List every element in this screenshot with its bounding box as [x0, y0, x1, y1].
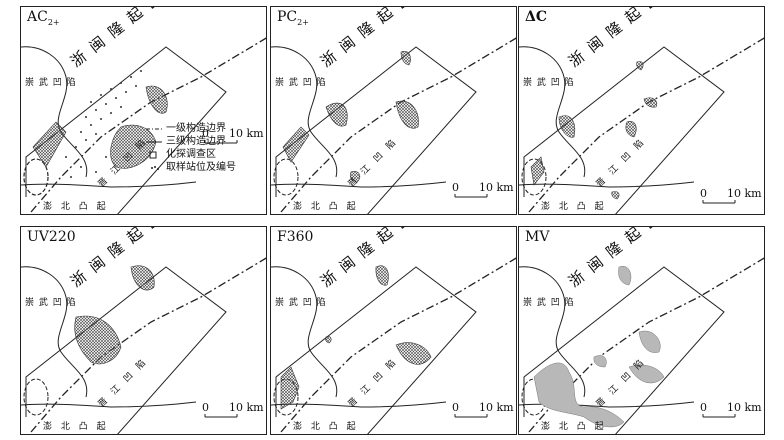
rectangle-icon — [146, 150, 162, 160]
panel-title: ΔC — [525, 9, 548, 25]
legend-item: 化探调查区 — [146, 148, 236, 161]
label-penbei-uplift: 澎 北 凸 起 — [293, 202, 359, 212]
panel-title: AC2+ — [27, 9, 60, 27]
scale-start: 0 — [700, 401, 707, 414]
legend-item: 一级构造边界 — [146, 122, 236, 135]
first-order-boundary — [30, 37, 266, 213]
label-penbei-uplift: 澎 北 凸 起 — [293, 422, 359, 432]
panel-title: F360 — [277, 229, 314, 245]
label-penbei-uplift: 澎 北 凸 起 — [43, 422, 109, 432]
label-chongwu-depression: 崇 武 凹 陷 — [523, 78, 575, 88]
map-pc2 — [271, 37, 516, 214]
scale-start: 0 — [452, 181, 459, 194]
label-penbei-uplift: 澎 北 凸 起 — [541, 422, 607, 432]
map-mv — [519, 257, 764, 434]
panel-pc2: PC2+ 崇 武 凹 陷 浙 闽 隆 起 区 晋 江 凹 陷 澎 北 凸 起 0… — [270, 6, 517, 215]
label-penbei-uplift: 澎 北 凸 起 — [541, 202, 607, 212]
scale-end: 10 km — [479, 401, 514, 414]
panel-ac2: AC2+ 崇 武 凹 陷 浙 闽 隆 起 区 晋 江 凹 陷 澎 北 凸 起 0… — [20, 6, 267, 215]
label-chongwu-depression: 崇 武 凹 陷 — [275, 78, 327, 88]
map-dc — [519, 37, 764, 214]
scale-end: 10 km — [229, 401, 264, 414]
label-chongwu-depression: 崇 武 凹 陷 — [523, 298, 575, 308]
legend-item: 三级构造边界 — [146, 135, 236, 148]
scale-end: 10 km — [727, 401, 762, 414]
scale-end: 10 km — [479, 181, 514, 194]
map-uv220 — [21, 257, 266, 434]
panel-title: MV — [525, 229, 550, 245]
thin-line-icon — [146, 137, 162, 147]
panel-title: PC2+ — [277, 9, 309, 27]
panel-title: UV220 — [27, 229, 76, 245]
station-dots — [65, 70, 142, 178]
panel-mv: MV 崇 武 凹 陷 浙 闽 隆 起 区 晋 江 凹 陷 澎 北 凸 起 0 1… — [518, 226, 765, 435]
map-ac2 — [21, 37, 266, 214]
scale-end: 10 km — [229, 127, 264, 140]
station-dots-icon — [146, 163, 162, 173]
label-chongwu-depression: 崇 武 凹 陷 — [275, 298, 327, 308]
legend-item: 取样站位及编号 — [146, 161, 236, 174]
label-chongwu-depression: 崇 武 凹 陷 — [25, 78, 77, 88]
panel-dc: ΔC 崇 武 凹 陷 浙 闽 隆 起 区 晋 江 凹 陷 澎 北 凸 起 0 1… — [518, 6, 765, 215]
scale-end: 10 km — [727, 187, 762, 200]
scale-start: 0 — [202, 401, 209, 414]
survey-area — [25, 46, 227, 214]
scale-start: 0 — [202, 127, 209, 140]
coastline — [21, 46, 88, 178]
scale-start: 0 — [452, 401, 459, 414]
panel-f360: F360 崇 武 凹 陷 浙 闽 隆 起 区 晋 江 凹 陷 澎 北 凸 起 0… — [270, 226, 517, 435]
scale-start: 0 — [700, 187, 707, 200]
panel-uv220: UV220 崇 武 凹 陷 浙 闽 隆 起 区 晋 江 凹 陷 澎 北 凸 起 … — [20, 226, 267, 435]
dash-dot-line-icon — [146, 124, 162, 134]
coastline-south — [21, 181, 197, 188]
label-penbei-uplift: 澎 北 凸 起 — [43, 202, 109, 212]
legend: 一级构造边界 三级构造边界 化探调查区 取样站位及编号 — [146, 122, 236, 174]
map-f360 — [271, 257, 516, 434]
label-chongwu-depression: 崇 武 凹 陷 — [25, 298, 77, 308]
